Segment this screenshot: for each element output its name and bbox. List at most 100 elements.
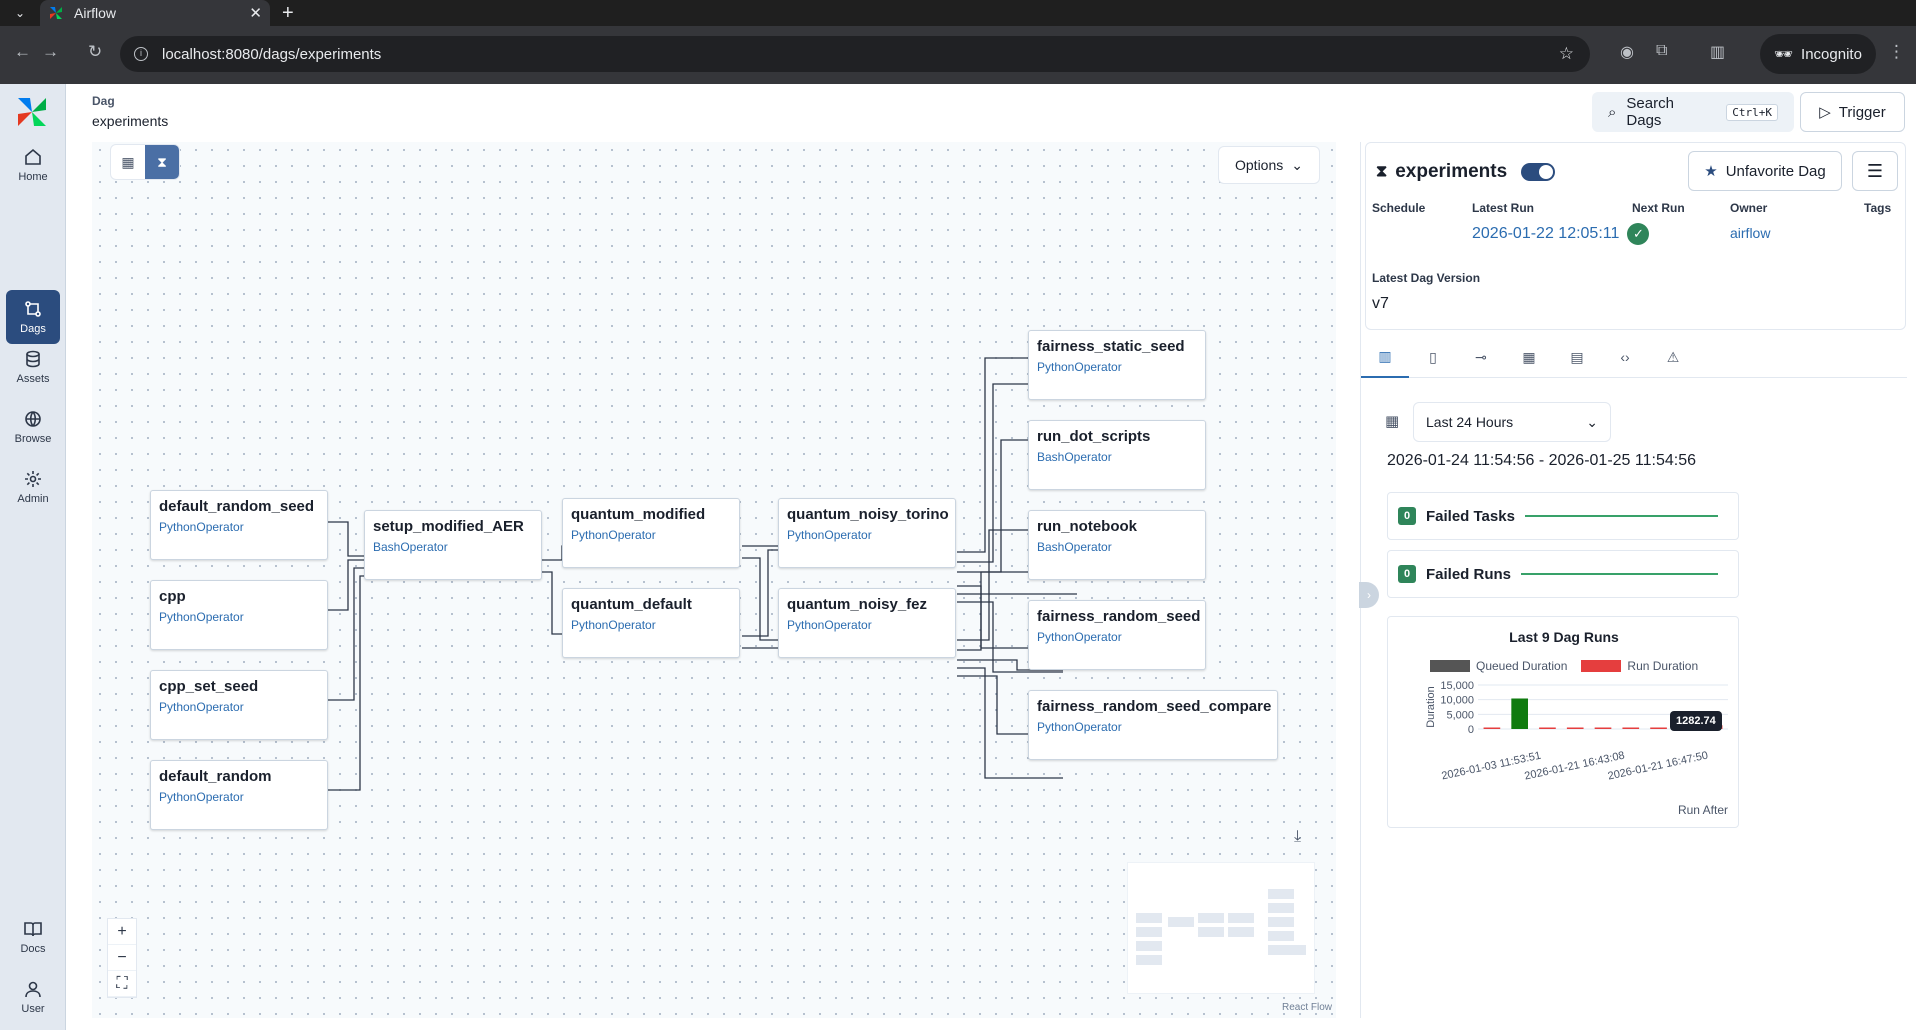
sidebar-item-assets[interactable]: Assets (6, 340, 60, 394)
task-operator: PythonOperator (159, 700, 244, 714)
sidebar-item-docs[interactable]: Docs (6, 910, 60, 964)
sidebar-item-browse[interactable]: Browse (6, 400, 60, 454)
graph-view-icon[interactable]: ⧗ (145, 145, 179, 179)
search-dags-button[interactable]: ⌕ Search Dags Ctrl+K (1592, 92, 1794, 132)
dag-pause-toggle[interactable] (1521, 163, 1556, 181)
sidebar-item-home[interactable]: Home (6, 138, 60, 192)
incognito-indicator[interactable]: 🕶 Incognito (1760, 34, 1876, 74)
side-panel-icon[interactable]: ▥ (1710, 44, 1726, 61)
zoom-in-icon[interactable]: + (108, 919, 136, 945)
task-operator: PythonOperator (1037, 720, 1122, 734)
task-node[interactable]: cpp PythonOperator (150, 580, 328, 650)
owner-link[interactable]: airflow (1730, 225, 1771, 241)
task-node[interactable]: run_notebook BashOperator (1028, 510, 1206, 580)
address-bar[interactable]: i localhost:8080/dags/experiments ☆ (120, 36, 1590, 72)
graph-edge (957, 571, 1063, 651)
browser-menu-icon[interactable]: ⋮ (1888, 42, 1905, 61)
reload-icon[interactable]: ↻ (88, 42, 103, 61)
tab-backfills[interactable]: ▤ (1553, 336, 1601, 378)
collapse-panel-icon[interactable]: › (1359, 582, 1379, 608)
graph-edge (957, 357, 1063, 553)
options-button[interactable]: Options ⌄ (1218, 146, 1320, 184)
download-icon[interactable]: ⤓ (1294, 828, 1302, 845)
forward-icon[interactable]: → (42, 42, 59, 61)
task-node[interactable]: default_random PythonOperator (150, 760, 328, 830)
task-operator: PythonOperator (159, 520, 244, 534)
x-axis-label: Run After (1677, 803, 1728, 817)
unfavorite-button[interactable]: ★ Unfavorite Dag (1688, 151, 1842, 191)
latest-run-value: 2026-01-22 12:05:11 (1472, 225, 1620, 242)
dag-name-row: ⧗ experiments (1376, 161, 1556, 183)
calendar-icon: ▦ (1385, 413, 1400, 430)
task-node[interactable]: fairness_random_seed PythonOperator (1028, 600, 1206, 670)
site-info-icon[interactable]: i (134, 47, 148, 61)
chart-bar (1594, 727, 1612, 729)
failed-runs-card[interactable]: 0 Failed Runs (1387, 550, 1739, 598)
minimap[interactable] (1127, 862, 1315, 994)
task-node[interactable]: quantum_modified PythonOperator (562, 498, 740, 568)
chart-title: Last 9 Dag Runs (1509, 629, 1619, 645)
tags-label: Tags (1864, 201, 1892, 215)
browser-tab[interactable]: Airflow ✕ (40, 0, 270, 26)
user-icon (25, 981, 41, 998)
react-flow-attribution[interactable]: React Flow (1282, 1002, 1333, 1013)
airflow-favicon-icon (50, 7, 62, 19)
task-node[interactable]: run_dot_scripts BashOperator (1028, 420, 1206, 490)
browser-toolbar: ← → ↻ i localhost:8080/dags/experiments … (0, 26, 1916, 84)
chevron-down-icon: ⌄ (1586, 413, 1598, 430)
task-node[interactable]: cpp_set_seed PythonOperator (150, 670, 328, 740)
task-operator: PythonOperator (1037, 360, 1122, 374)
bookmark-star-icon[interactable]: ☆ (1558, 44, 1574, 63)
dag-runs-chart-card: Last 9 Dag Runs Queued Duration Run Dura… (1387, 616, 1739, 828)
fit-view-icon[interactable]: ⛶ (108, 971, 136, 997)
tab-overview[interactable]: ▥ (1361, 336, 1409, 378)
legend-label: Queued Duration (1476, 659, 1568, 673)
tab-code[interactable]: ‹› (1601, 336, 1649, 378)
version-label: Latest Dag Version (1372, 271, 1481, 285)
menu-icon[interactable]: ☰ (1852, 151, 1898, 191)
new-tab-icon[interactable]: + (282, 2, 294, 24)
tab-runs[interactable]: ▯ (1409, 336, 1457, 378)
task-name: quantum_modified (571, 506, 706, 523)
task-name: quantum_default (571, 596, 692, 613)
sidebar-item-admin[interactable]: Admin (6, 460, 60, 514)
zoom-out-icon[interactable]: − (108, 945, 136, 971)
task-node[interactable]: default_random_seed PythonOperator (150, 490, 328, 560)
sidebar-item-label: Admin (17, 493, 49, 505)
task-node[interactable]: setup_modified_AER BashOperator (364, 510, 542, 580)
sidebar-item-label: User (21, 1003, 45, 1015)
time-range-select[interactable]: Last 24 Hours ⌄ (1413, 402, 1611, 442)
task-node[interactable]: quantum_default PythonOperator (562, 588, 740, 658)
tab-tasks[interactable]: ⊸ (1457, 336, 1505, 378)
tab-warnings[interactable]: ⚠ (1649, 336, 1697, 378)
latest-run-label: Latest Run (1472, 201, 1535, 215)
task-node[interactable]: fairness_random_seed_compare PythonOpera… (1028, 690, 1278, 760)
task-node[interactable]: quantum_noisy_fez PythonOperator (778, 588, 956, 658)
sidebar-item-user[interactable]: User (6, 970, 60, 1024)
graph-edge (957, 667, 1063, 779)
graph-edge (742, 557, 778, 641)
close-tab-icon[interactable]: ✕ (249, 5, 262, 22)
latest-run-link[interactable]: 2026-01-22 12:05:11 ✓ (1472, 223, 1650, 245)
calendar-list-icon: ▤ (1570, 348, 1584, 365)
failed-tasks-card[interactable]: 0 Failed Tasks (1387, 492, 1739, 540)
task-name: cpp (159, 588, 186, 605)
puzzle-icon[interactable]: ⧉ (1656, 42, 1668, 59)
trigger-button[interactable]: ▷ Trigger (1800, 92, 1905, 132)
back-icon[interactable]: ← (14, 42, 31, 61)
grid-view-icon[interactable]: ▦ (121, 153, 135, 170)
dag-graph-canvas[interactable]: ▦ ⧗ Options ⌄ default_random_seed Python… (92, 142, 1336, 1018)
tab-calendar[interactable]: ▦ (1505, 336, 1553, 378)
sidebar-item-dags[interactable]: Dags (6, 290, 60, 344)
airflow-logo[interactable] (14, 94, 50, 130)
tab-search-icon[interactable]: ⌄ (14, 6, 26, 20)
chart-bar (1539, 727, 1556, 729)
task-node[interactable]: fairness_static_seed PythonOperator (1028, 330, 1206, 400)
extension-icon[interactable]: ◉ (1620, 44, 1634, 61)
failed-runs-count: 0 (1398, 565, 1416, 583)
graph-edge (957, 601, 1063, 673)
task-node[interactable]: quantum_noisy_torino PythonOperator (778, 498, 956, 568)
incognito-icon: 🕶 (1774, 46, 1794, 63)
legend-swatch-queued (1430, 660, 1470, 672)
